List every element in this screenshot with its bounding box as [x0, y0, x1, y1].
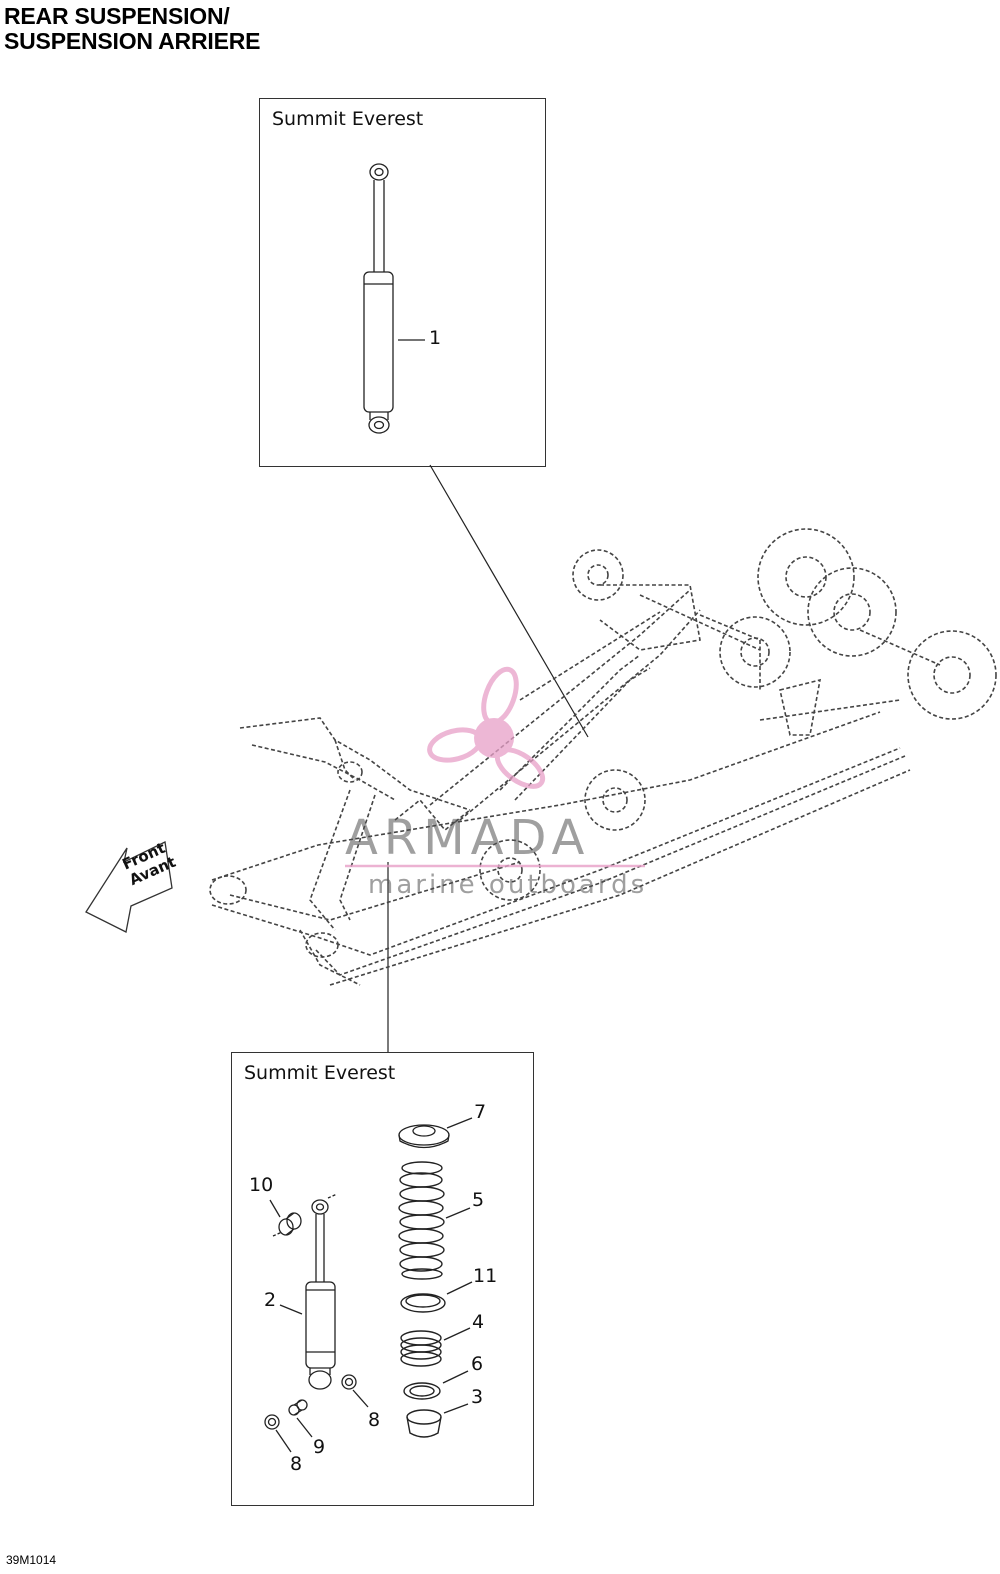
part-8-bushing-right [341, 1374, 369, 1408]
bottom-box-label: Summit Everest [244, 1062, 396, 1084]
callout-8-right: 8 [368, 1409, 381, 1431]
part-7-spring-retainer [398, 1117, 473, 1149]
watermark-brand: ARMADA [345, 810, 591, 866]
part-9-sleeve [288, 1399, 313, 1438]
part-8-bushing-left [264, 1414, 292, 1453]
watermark-logo [427, 666, 546, 789]
part-6-washer [403, 1370, 469, 1400]
top-detail-box [259, 98, 546, 467]
callout-8-left: 8 [290, 1453, 303, 1475]
title-line-1: REAR SUSPENSION/ [4, 3, 230, 29]
title-line-2: SUSPENSION ARRIERE [4, 28, 261, 54]
bottom-detail-box [231, 1052, 534, 1506]
page-title: REAR SUSPENSION/ SUSPENSION ARRIERE [4, 4, 260, 54]
part-2-shock-absorber [272, 1193, 338, 1390]
callout-9: 9 [313, 1436, 326, 1458]
part-11-ring [400, 1281, 473, 1313]
part-4-adjuster [400, 1327, 471, 1367]
diagram-code: 39M1014 [6, 1553, 57, 1567]
top-box-label: Summit Everest [272, 108, 424, 130]
shock-absorber-1 [363, 163, 425, 434]
callout-3: 3 [471, 1386, 484, 1408]
front-direction-arrow [85, 841, 173, 933]
part-5-spring [398, 1161, 471, 1280]
callout-11: 11 [473, 1265, 498, 1287]
part-3-collar [406, 1403, 469, 1438]
callout-2: 2 [264, 1289, 277, 1311]
callout-5: 5 [472, 1189, 485, 1211]
callout-7: 7 [474, 1101, 487, 1123]
part-10-bushing [269, 1199, 302, 1236]
watermark-tagline: marine outboards [368, 870, 648, 900]
rear-suspension-assembly [209, 528, 997, 986]
callout-10: 10 [249, 1174, 274, 1196]
top-box-leader [429, 464, 589, 738]
callout-4: 4 [472, 1311, 485, 1333]
callout-1: 1 [429, 327, 442, 349]
callout-6: 6 [471, 1353, 484, 1375]
